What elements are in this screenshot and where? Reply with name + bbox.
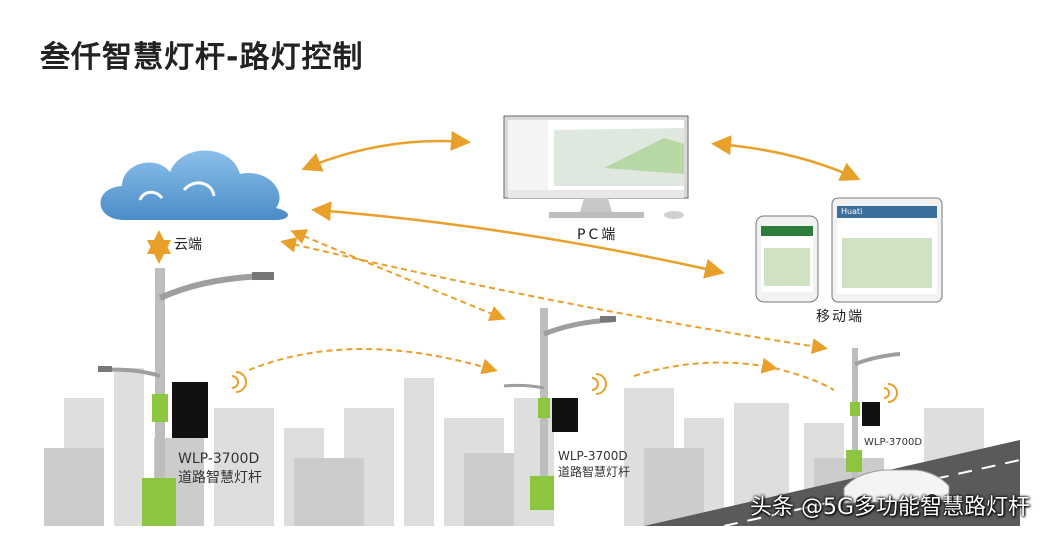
road [644,440,1020,526]
car [843,469,950,508]
pole-3-model: WLP-3700D [864,437,923,448]
diagram-canvas [44,115,1020,526]
wifi-icon [231,371,898,403]
city-skyline-front [44,438,884,526]
smart-pole-3 [846,348,901,478]
watermark: 头条 @5G多功能智慧路灯杆 [749,495,1030,520]
cloud-icon [100,150,289,220]
pole-2-label: WLP-3700D 道路智慧灯杆 [558,448,630,480]
smart-pole-2 [503,308,616,510]
cloud-label: 云端 [174,237,202,253]
tablet-brand: Huati [841,207,863,216]
pc-label: PC端 [577,227,619,243]
page-title: 叁仟智慧灯杆-路灯控制 [40,40,364,75]
pole-1-label: WLP-3700D 道路智慧灯杆 [178,450,262,488]
pc-monitor-icon [503,115,689,219]
pole-2-model: WLP-3700D [558,449,628,463]
mobile-label: 移动端 [816,309,864,325]
diagram-frame: 云端 PC端 移动端 Huati WLP-3700D 道路智慧灯杆 WLP-37… [44,108,1020,526]
pole-3-label: WLP-3700D [864,436,922,450]
pole-link-arrows [248,229,835,391]
phone-icon [755,215,819,303]
tablet-icon [831,197,943,303]
pole-1-name: 道路智慧灯杆 [178,469,262,486]
smart-pole-1 [98,268,274,526]
pole-2-name: 道路智慧灯杆 [558,465,631,480]
pole-1-model: WLP-3700D [178,451,260,467]
